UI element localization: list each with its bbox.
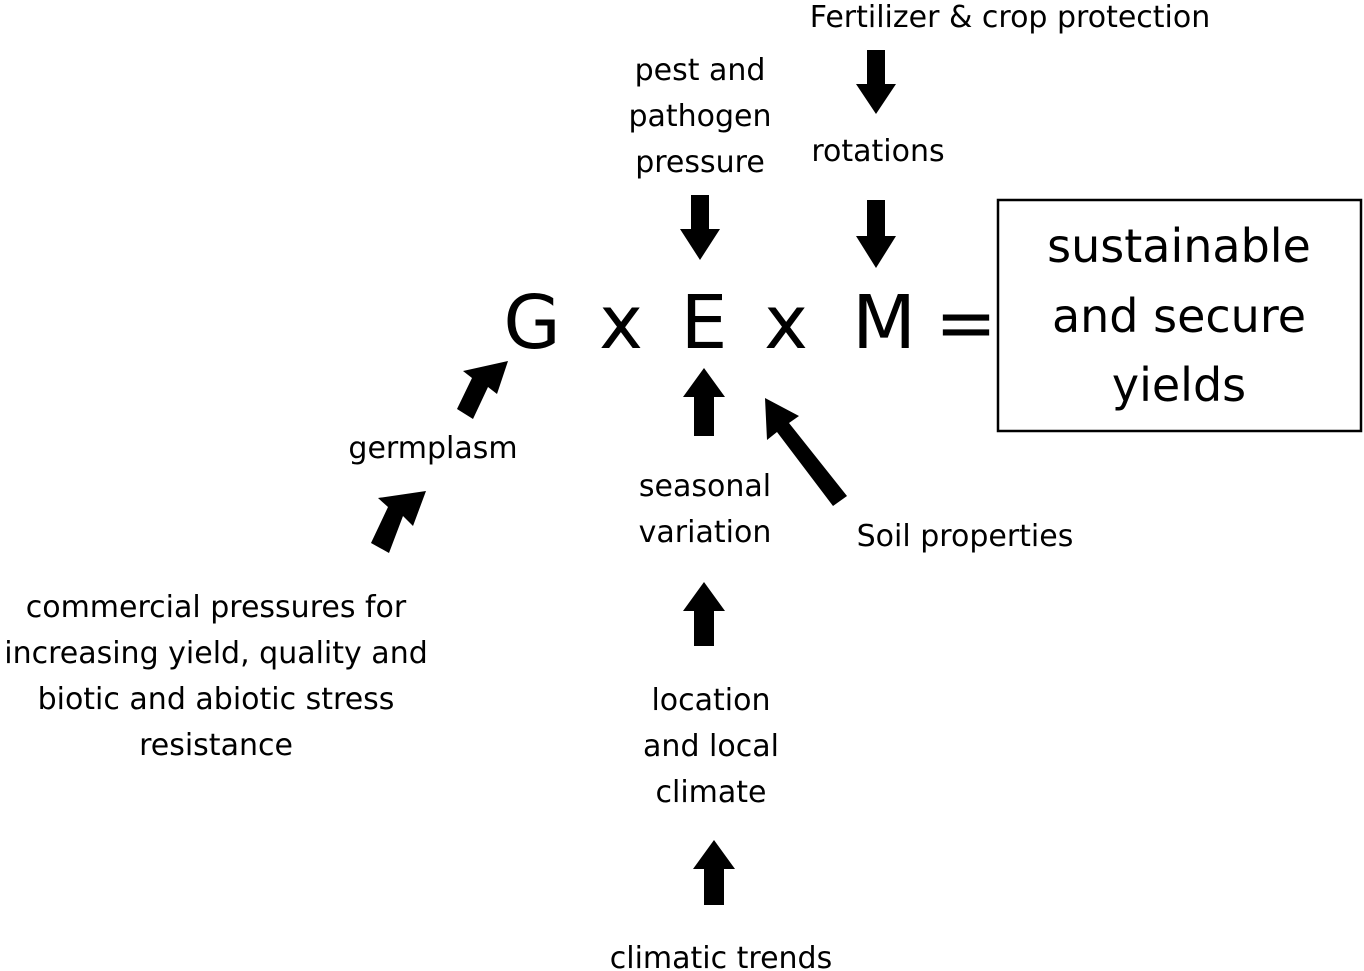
outcome-line-2: and secure: [1052, 289, 1306, 343]
arrow-up-icon: [683, 368, 725, 436]
outcome-line-3: yields: [1112, 358, 1246, 412]
pest-label-line-1: pest and: [635, 53, 766, 88]
arrow-up-left-icon: [765, 398, 847, 506]
commercial-label-line-2: increasing yield, quality and: [4, 636, 428, 671]
seasonal-label-line-2: variation: [639, 515, 772, 550]
arrow-up-icon: [683, 582, 725, 646]
commercial-label-line-1: commercial pressures for: [26, 590, 407, 625]
pest-label-line-3: pressure: [635, 145, 765, 180]
climatic-trends-label: climatic trends: [610, 941, 832, 971]
germplasm-label: germplasm: [348, 431, 517, 466]
arrow-up-icon: [693, 840, 735, 905]
pest-label-line-2: pathogen: [628, 99, 771, 134]
location-label-line-3: climate: [656, 775, 767, 810]
location-label-line-2: and local: [643, 729, 779, 764]
arrow-up-right-icon: [371, 491, 426, 553]
outcome-line-1: sustainable: [1047, 219, 1311, 273]
arrow-down-icon: [856, 200, 896, 268]
arrow-up-right-icon: [457, 361, 508, 419]
commercial-label-line-3: biotic and abiotic stress: [38, 682, 395, 717]
location-label-line-1: location: [651, 683, 770, 718]
management-letter: M: [852, 280, 916, 366]
arrow-down-icon: [856, 50, 896, 114]
soil-label: Soil properties: [857, 519, 1074, 554]
times-sign-1: x: [599, 280, 643, 366]
outcome-box: [996, 198, 1363, 433]
fertilizer-label: Fertilizer & crop protection: [810, 0, 1211, 35]
seasonal-label-line-1: seasonal: [639, 469, 771, 504]
arrow-down-icon: [680, 195, 720, 260]
genotype-letter: G: [503, 280, 560, 366]
commercial-label-line-4: resistance: [139, 728, 293, 763]
times-sign-2: x: [764, 280, 808, 366]
environment-letter: E: [681, 280, 728, 366]
equals-sign: =: [935, 280, 997, 366]
rotations-label: rotations: [811, 134, 944, 169]
